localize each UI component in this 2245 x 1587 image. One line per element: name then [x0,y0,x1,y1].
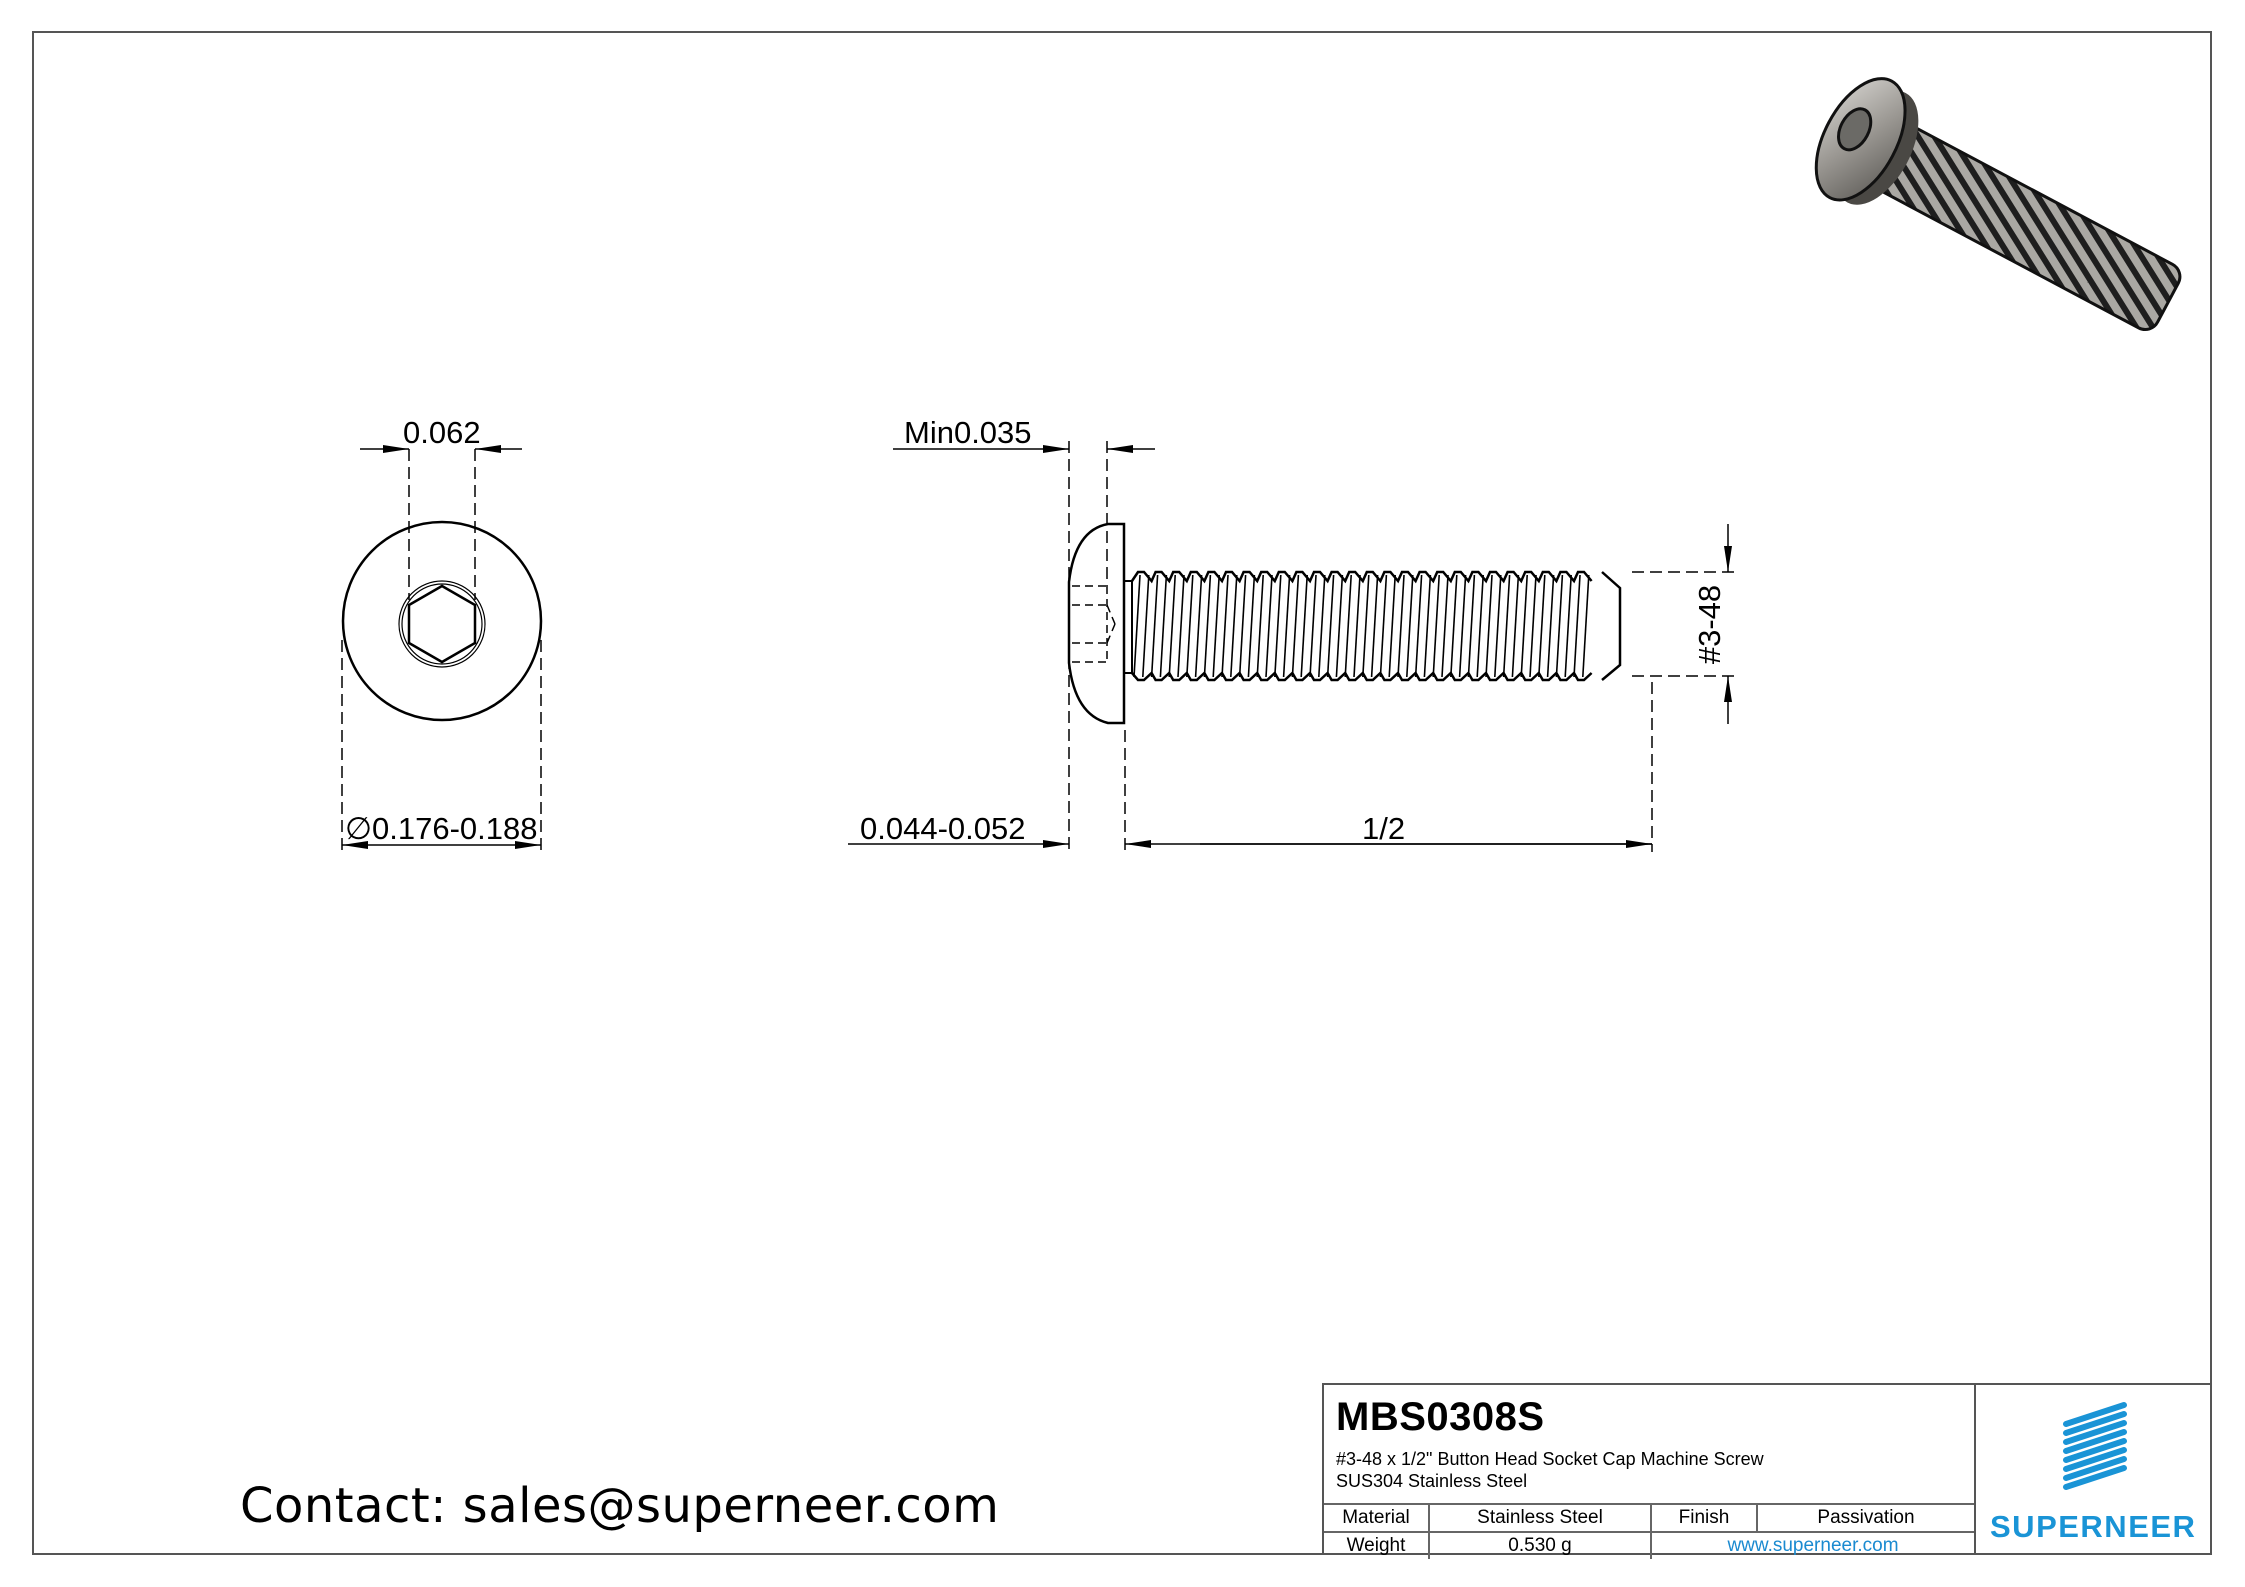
logo-block: SUPERNEER [1974,1383,2212,1555]
dim-socket-depth: Min0.035 [904,415,1032,450]
weight-value: 0.530 g [1428,1531,1652,1559]
screw-3d-render [1814,77,2182,332]
top-view [341,445,543,852]
finish-label: Finish [1650,1503,1758,1533]
thread-profile [1130,570,1593,682]
contact-email: Contact: sales@superneer.com [240,1478,1000,1534]
drawing-border [32,31,2212,1555]
dim-length: 1/2 [1362,811,1406,846]
weight-label: Weight [1324,1531,1430,1559]
superneer-logo-mark [2063,1402,2127,1490]
material-spec: SUS304 Stainless Steel [1336,1471,1528,1491]
website-link[interactable]: www.superneer.com [1650,1531,1974,1559]
dim-head-height: 0.044-0.052 [860,811,1026,846]
title-block: MBS0308S #3-48 x 1/2" Button Head Socket… [1322,1383,1974,1559]
side-view [848,441,1738,852]
part-number: MBS0308S [1336,1395,1545,1439]
material-label: Material [1324,1503,1430,1533]
material-value: Stainless Steel [1428,1503,1652,1533]
part-description: #3-48 x 1/2" Button Head Socket Cap Mach… [1336,1449,1764,1469]
dim-hex-size: 0.062 [403,415,481,450]
spec-table: Material Stainless Steel Finish Passivat… [1324,1503,1974,1559]
finish-value: Passivation [1756,1503,1974,1533]
dim-head-diameter: ∅0.176-0.188 [345,811,538,846]
diameter-symbol-icon: ∅ [345,811,373,846]
dim-thread: #3-48 [1692,584,1728,665]
superneer-logo-text: SUPERNEER [1990,1509,2197,1544]
